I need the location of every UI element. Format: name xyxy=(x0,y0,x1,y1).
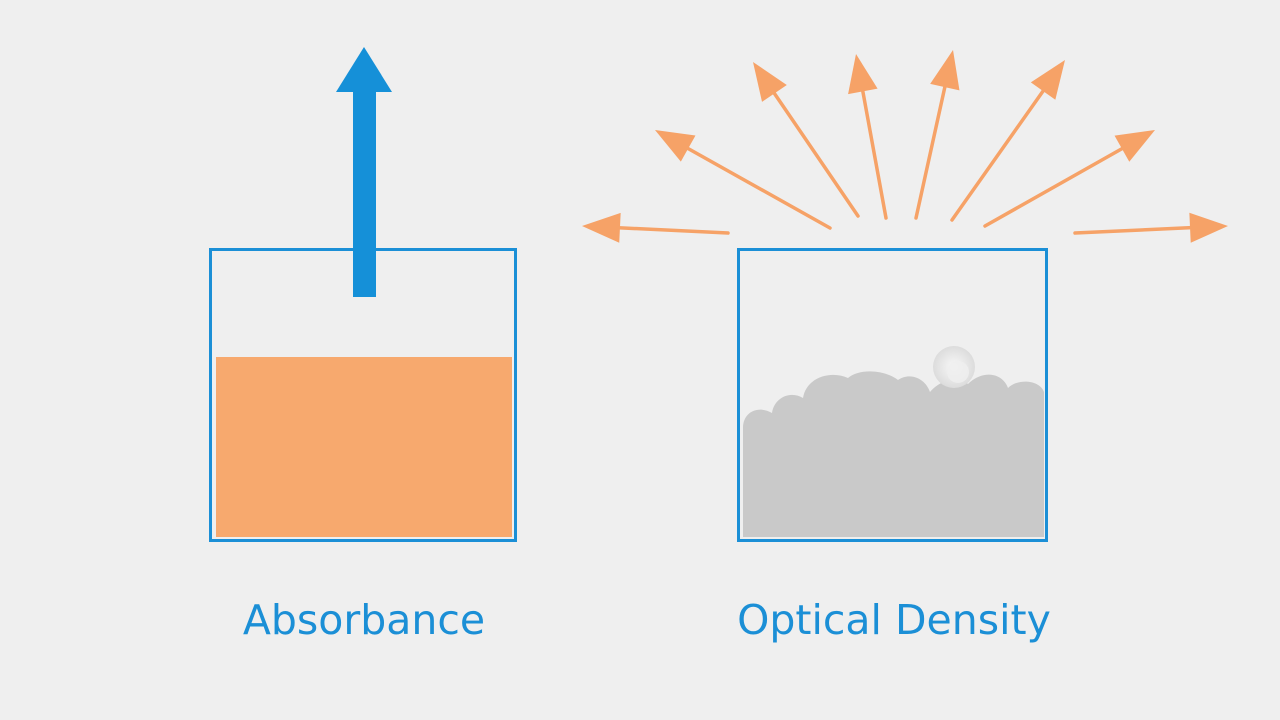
up-arrow-icon xyxy=(336,47,392,297)
optical-density-cuvette-outline xyxy=(737,248,1048,542)
scatter-arrow-icon xyxy=(753,62,860,218)
optical-density-panel xyxy=(582,50,1228,542)
particle-cloud-icon xyxy=(743,346,1044,537)
absorbance-label: Absorbance xyxy=(242,596,486,644)
scatter-arrow-icon xyxy=(848,54,888,220)
scatter-arrow-icon xyxy=(582,212,730,243)
scatter-arrow-icon xyxy=(914,50,960,220)
scatter-arrow-icon xyxy=(655,130,832,230)
scatter-arrow-icon xyxy=(983,130,1155,228)
scattered-light-arrows xyxy=(582,50,1228,243)
absorbance-panel xyxy=(209,47,517,542)
scatter-arrow-icon xyxy=(950,60,1065,222)
liquid-fill xyxy=(216,357,512,537)
scatter-arrow-icon xyxy=(1073,212,1228,243)
optical-density-label: Optical Density xyxy=(737,596,1051,644)
